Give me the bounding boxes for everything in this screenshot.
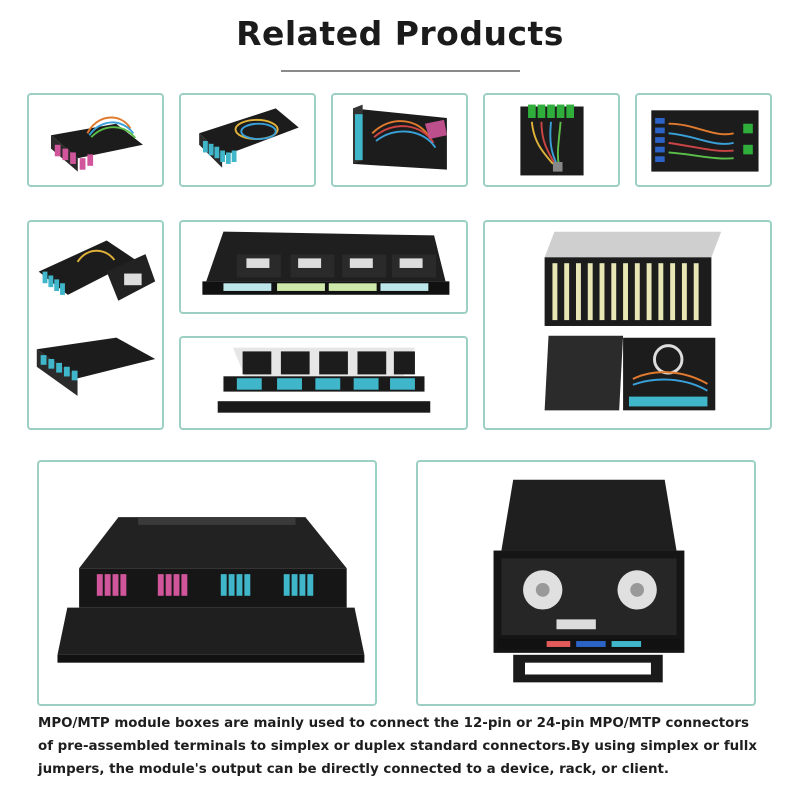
product-card-3[interactable] [331, 93, 468, 187]
title-divider [281, 70, 520, 72]
description-line-2: of pre-assembled terminals to simplex or… [38, 739, 758, 754]
product-card-7[interactable] [179, 220, 468, 314]
product-card-9[interactable] [483, 220, 772, 430]
description-line-3: jumpers, the module's output can be dire… [38, 762, 669, 777]
product-card-10[interactable] [37, 460, 377, 706]
product-card-5[interactable] [635, 93, 772, 187]
product-card-8[interactable] [179, 336, 468, 430]
product-image-1 [50, 116, 143, 172]
page-title: Related Products [236, 14, 564, 53]
product-description: MPO/MTP module boxes are mainly used to … [38, 712, 778, 781]
product-card-4[interactable] [483, 93, 620, 187]
description-line-1: MPO/MTP module boxes are mainly used to … [38, 716, 749, 731]
product-card-2[interactable] [179, 93, 316, 187]
product-card-6[interactable] [27, 220, 164, 430]
product-card-11[interactable] [416, 460, 756, 706]
product-card-1[interactable] [27, 93, 164, 187]
